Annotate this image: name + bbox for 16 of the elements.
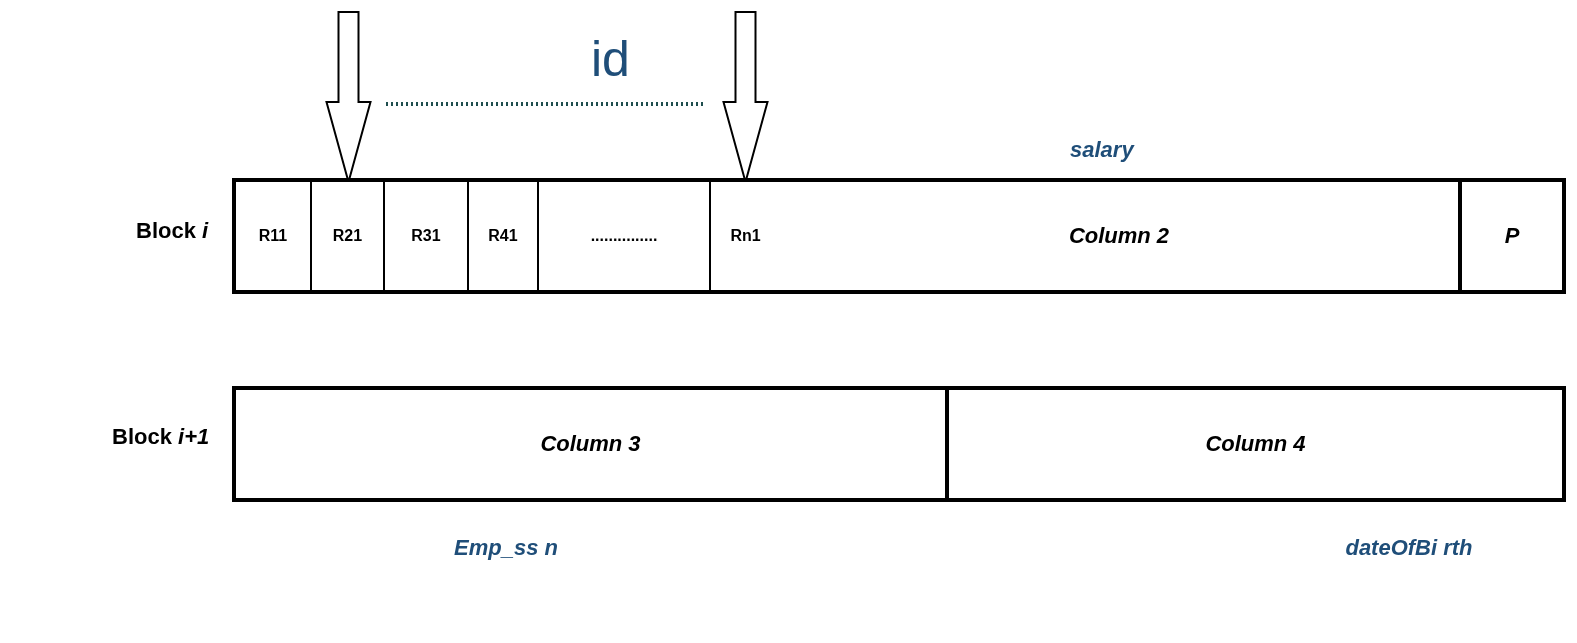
record-label: R31 [411,227,441,245]
record-label: ............... [590,227,658,245]
block-label: Block i [136,218,209,244]
field-name: id [591,30,630,89]
field-name: dateOfBi rth [1344,534,1474,562]
field-name: salary [1070,136,1134,164]
column-label: P [1504,223,1520,249]
record-label: Rn1 [730,227,761,245]
record-label: R11 [258,227,288,245]
column-label: Column 3 [540,431,641,457]
column-label: Column 4 [1205,431,1306,457]
record-label: R41 [488,227,518,245]
column-label: Column 2 [1068,223,1170,249]
record-label: R21 [332,227,363,245]
field-name: Emp_ss n [453,534,559,562]
block-label: Block i+1 [112,424,210,450]
